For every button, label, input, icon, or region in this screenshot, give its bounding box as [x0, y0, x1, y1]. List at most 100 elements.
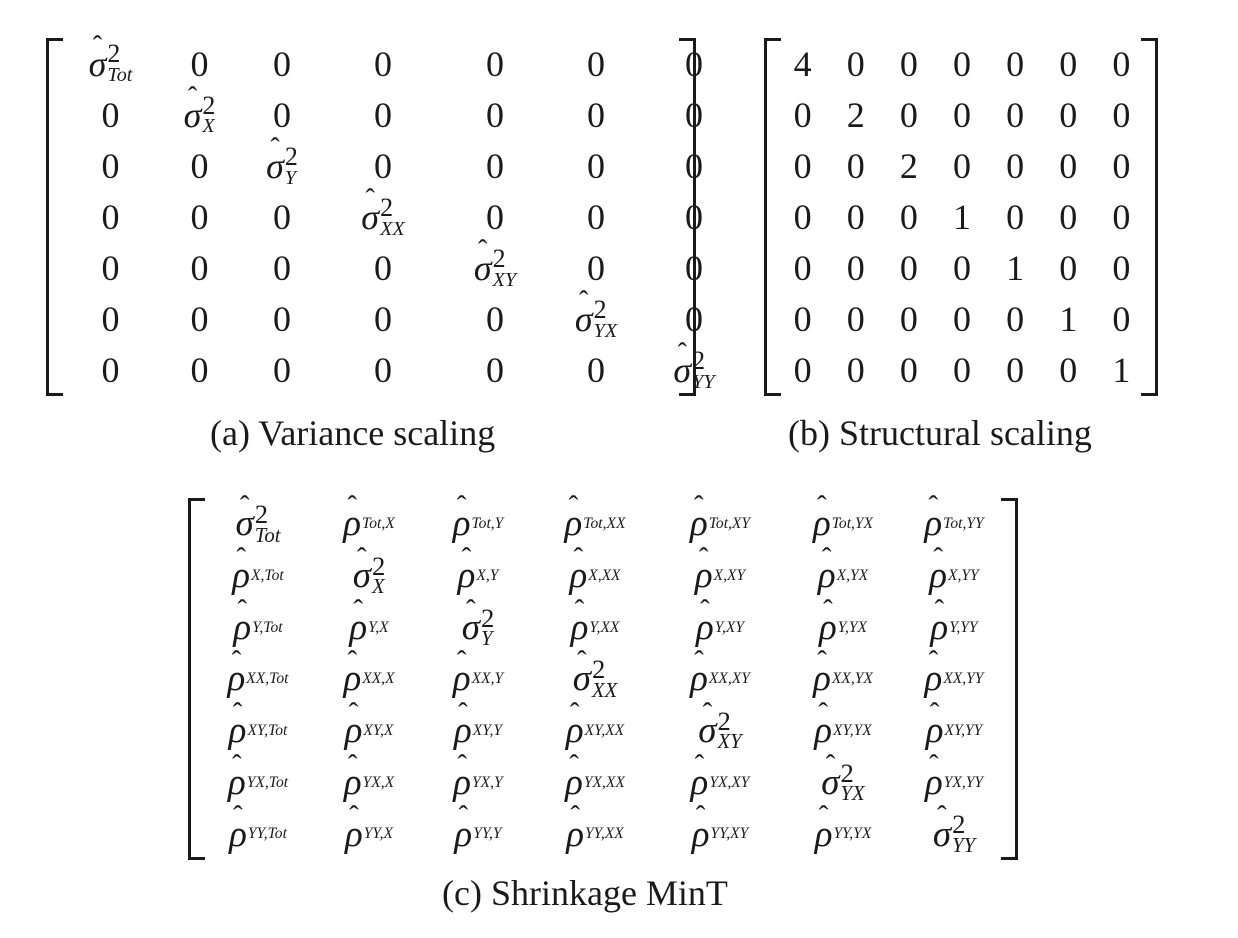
right-bracket — [1001, 498, 1018, 860]
superscript: 2 — [593, 295, 607, 325]
matrix-entry: 0 — [952, 350, 971, 391]
hat-accent: ˆ — [698, 541, 709, 574]
caption-shrinkage-mint: (c) Shrinkage MinT — [442, 873, 728, 913]
superscript: 2 — [107, 39, 121, 69]
hat-accent: ˆ — [347, 645, 358, 678]
matrix-entry: 0 — [190, 248, 209, 289]
matrix-entry: 0 — [899, 196, 918, 237]
matrix-entry: 0 — [273, 299, 291, 340]
matrix-entry: 0 — [374, 43, 392, 84]
matrix-entry: 0 — [190, 196, 209, 237]
matrix-entry: 0 — [273, 94, 291, 135]
matrix-entry: 0 — [190, 299, 209, 340]
right-bracket — [1141, 38, 1158, 396]
matrix-entry: 2 — [846, 94, 865, 135]
matrix-entry: 0 — [899, 248, 918, 289]
matrix-entry: 0 — [374, 350, 392, 391]
matrix-entry: 0 — [1059, 350, 1078, 391]
hat-accent: ˆ — [232, 748, 242, 781]
left-bracket — [46, 38, 63, 396]
matrix-entry: 0 — [101, 350, 120, 391]
subscript: YX — [840, 783, 865, 806]
subscript: XX — [591, 679, 618, 702]
matrix-entry: 0 — [190, 145, 209, 186]
superscript: 2 — [591, 654, 606, 685]
matrix-entry: 0 — [587, 145, 605, 186]
matrix-entry: 0 — [1006, 196, 1025, 237]
hat-accent: ˆ — [237, 593, 248, 626]
matrix-entry: 0 — [1112, 94, 1131, 135]
subscript: Tot,YY — [943, 515, 984, 533]
matrix-entry: 2 — [899, 145, 918, 186]
matrix-entry: 0 — [899, 94, 918, 135]
hat-accent: ˆ — [818, 800, 829, 833]
hat-accent: ˆ — [928, 490, 939, 523]
matrix-entry: 0 — [1006, 299, 1025, 340]
hat-accent: ˆ — [458, 800, 469, 833]
hat-accent: ˆ — [349, 800, 359, 833]
matrix-entry: 0 — [1059, 145, 1078, 186]
subscript: Y,Tot — [252, 618, 283, 636]
subscript: XX,YX — [831, 670, 873, 688]
superscript: 2 — [717, 705, 731, 736]
subscript: YX,YY — [943, 773, 984, 791]
hat-accent: ˆ — [466, 593, 476, 626]
hat-accent: ˆ — [700, 593, 710, 626]
caption-variance-scaling: (a) Variance scaling — [210, 413, 496, 453]
matrix-entry: 0 — [952, 145, 971, 186]
matrix-entry: 0 — [846, 350, 865, 391]
matrix-entry: 0 — [374, 299, 392, 340]
subscript: YX,Tot — [246, 773, 289, 791]
matrix-entry: 0 — [273, 350, 291, 391]
hat-accent: ˆ — [456, 645, 467, 678]
subscript: Y — [284, 166, 297, 189]
hat-accent: ˆ — [347, 748, 358, 781]
matrix-entry: 0 — [952, 248, 971, 289]
hat-accent: ˆ — [579, 286, 589, 318]
hat-accent: ˆ — [694, 748, 705, 781]
matrix-entry: 1 — [1112, 350, 1131, 391]
superscript: 2 — [284, 141, 298, 171]
hat-accent: ˆ — [458, 696, 468, 729]
subscript: Tot — [107, 64, 133, 87]
subscript: XY,X — [363, 721, 394, 739]
matrix-entry: 0 — [685, 145, 703, 186]
matrix-entry: 0 — [486, 350, 504, 391]
hat-accent: ˆ — [937, 800, 947, 833]
hat-accent: ˆ — [694, 490, 704, 523]
superscript: 2 — [371, 550, 386, 581]
matrix-entry: 0 — [793, 94, 812, 135]
hat-accent: ˆ — [457, 748, 467, 781]
matrix-entry: 0 — [486, 196, 504, 237]
matrix-entry: 0 — [1112, 145, 1131, 186]
subscript: Tot,Y — [471, 515, 504, 533]
hat-accent: ˆ — [825, 748, 836, 781]
subscript: XX,Tot — [246, 670, 289, 688]
hat-accent: ˆ — [353, 593, 363, 626]
hat-accent: ˆ — [817, 490, 827, 523]
matrix-entry: 0 — [273, 43, 291, 84]
subscript: X,YY — [948, 566, 979, 584]
hat-accent: ˆ — [818, 696, 828, 729]
subscript: X,YX — [836, 566, 869, 584]
